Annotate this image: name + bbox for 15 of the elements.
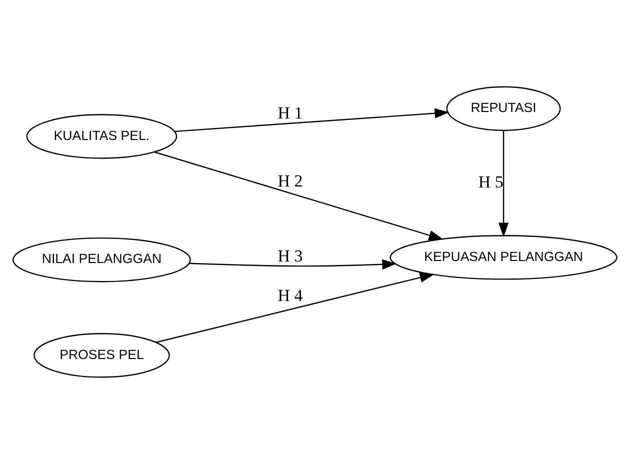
- arrow: [156, 272, 434, 343]
- node-ellipse: PROSES PEL: [34, 333, 170, 378]
- node-ellipse: REPUTASI: [446, 86, 561, 131]
- node-ellipse: KUALITAS PEL.: [26, 114, 178, 159]
- arrow: [174, 108, 450, 132]
- node-ellipse: KEPUASAN PELANGGAN: [390, 235, 618, 280]
- edge-label: H 5: [478, 172, 504, 192]
- edge-label: H 3: [278, 246, 303, 266]
- edge-label: H 4: [278, 286, 303, 306]
- edge-label: H 1: [278, 104, 303, 123]
- edge-label: H 2: [278, 171, 303, 190]
- arrow: [498, 130, 509, 238]
- node-ellipse: NILAI PELANGGAN: [12, 237, 191, 282]
- arrow: [190, 259, 397, 270]
- arrow: [154, 151, 444, 240]
